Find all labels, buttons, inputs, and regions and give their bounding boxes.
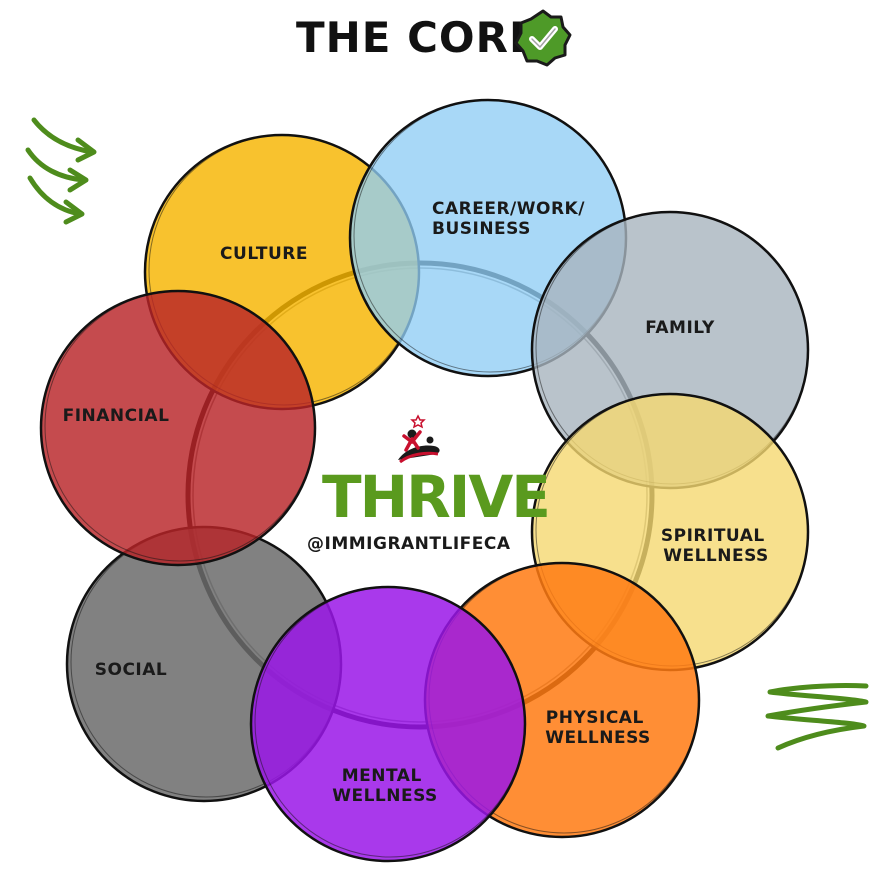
- circle-label-social: SOCIAL: [95, 660, 168, 680]
- circle-label-career: CAREER/WORK/ BUSINESS: [432, 199, 591, 239]
- circle-label-family: FAMILY: [645, 318, 715, 338]
- circle-label-spiritual: SPIRITUAL WELLNESS: [661, 526, 771, 566]
- page-title: THE CORE: [296, 13, 539, 62]
- circle-label-culture: CULTURE: [220, 244, 308, 264]
- arrows-doodle-icon: [25, 117, 97, 225]
- circle-label-mental: MENTAL WELLNESS: [332, 766, 438, 806]
- check-badge-icon: [514, 9, 572, 67]
- circle-label-physical: PHYSICAL WELLNESS: [545, 708, 651, 748]
- brand-handle: @IMMIGRANTLIFECA: [307, 534, 511, 554]
- circle-financial: FINANCIAL: [39, 289, 317, 567]
- circle-mental: MENTAL WELLNESS: [249, 585, 527, 863]
- brand-name: THRIVE: [322, 463, 549, 531]
- thrive-figure-icon: [398, 414, 440, 464]
- zigzag-doodle-icon: [765, 682, 869, 751]
- circle-label-financial: FINANCIAL: [63, 406, 170, 426]
